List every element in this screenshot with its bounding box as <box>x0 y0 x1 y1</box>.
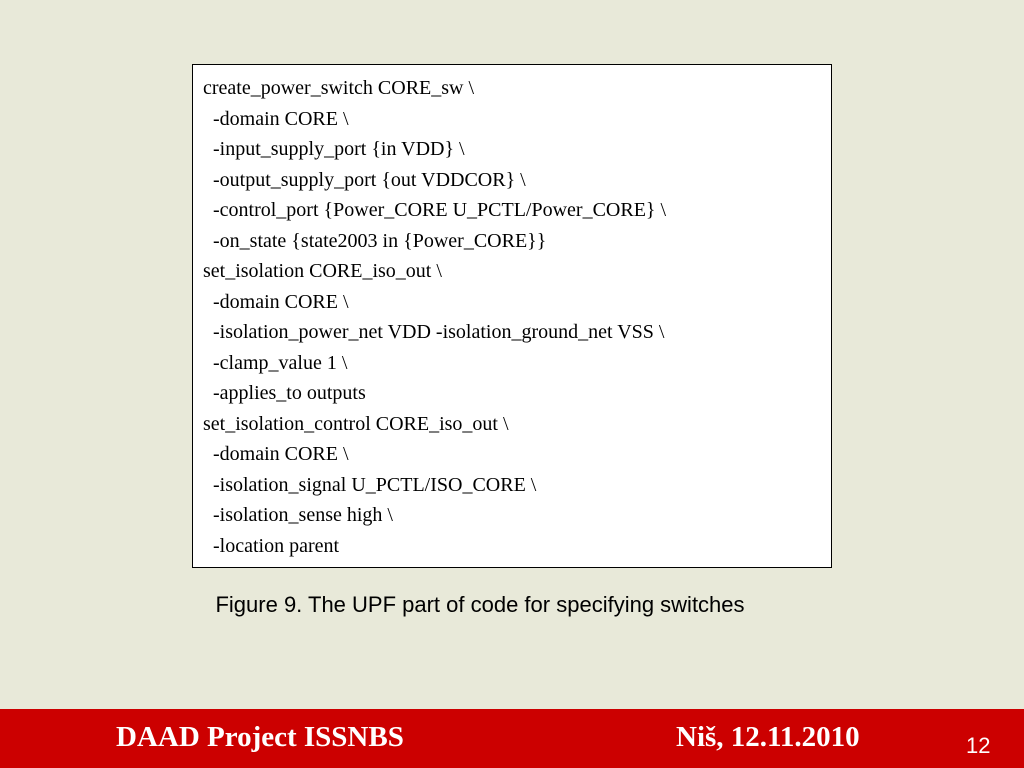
code-line: -isolation_sense high \ <box>203 504 393 526</box>
code-line: -clamp_value 1 \ <box>203 351 348 374</box>
code-line: -input_supply_port {in VDD} \ <box>203 138 465 160</box>
footer-project-title: DAAD Project ISSNBS <box>116 721 404 753</box>
code-line: create_power_switch CORE_sw \ <box>203 77 475 99</box>
code-line: -domain CORE \ <box>203 107 349 130</box>
code-line: -isolation_power_net VDD -isolation_grou… <box>203 321 665 343</box>
code-line: -control_port {Power_CORE U_PCTL/Power_C… <box>203 199 667 221</box>
slide-page-number: 12 <box>966 733 991 758</box>
code-line: -on_state {state2003 in {Power_CORE}} <box>203 229 547 252</box>
code-listing-box: create_power_switch CORE_sw \ -domain CO… <box>192 64 832 568</box>
code-line: -domain CORE \ <box>203 443 349 465</box>
code-line: -location parent <box>203 534 340 557</box>
code-line: -domain CORE \ <box>203 290 349 313</box>
code-line: -output_supply_port {out VDDCOR} \ <box>203 168 526 191</box>
footer-bar: DAAD Project ISSNBS Niš, 12.11.2010 12 <box>0 709 1024 768</box>
code-line: -isolation_signal U_PCTL/ISO_CORE \ <box>203 473 537 496</box>
footer-date: Niš, 12.11.2010 <box>676 721 860 753</box>
figure-caption: Figure 9. The UPF part of code for speci… <box>215 592 745 617</box>
code-line: set_isolation CORE_iso_out \ <box>203 260 442 282</box>
code-line: -applies_to outputs <box>203 382 366 404</box>
code-line: set_isolation_control CORE_iso_out \ <box>203 412 509 435</box>
